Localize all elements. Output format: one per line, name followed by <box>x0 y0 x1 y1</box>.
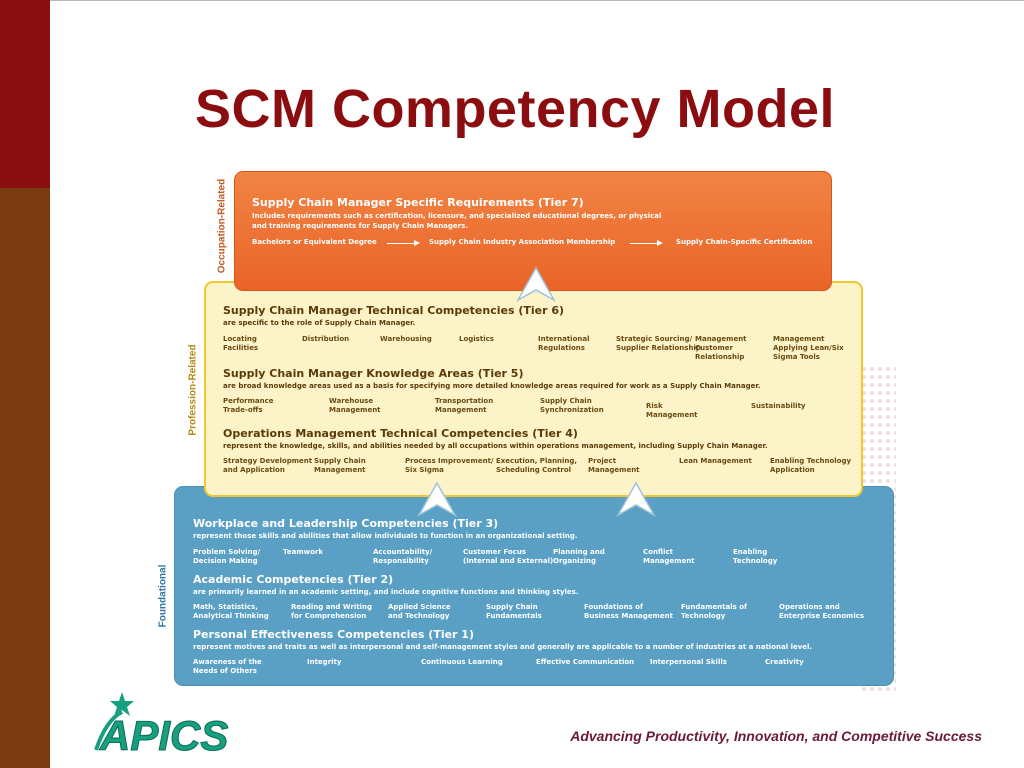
tier-5-item: Performance Trade-offs <box>223 397 274 414</box>
apics-star-logo-icon <box>110 692 134 716</box>
tier-6-item: Warehousing <box>380 335 432 343</box>
tier-6-item: Locating Facilities <box>223 335 259 352</box>
tier-3-title: Workplace and Leadership Competencies (T… <box>193 517 499 530</box>
tier-connector-arrow-icon <box>516 266 556 302</box>
tier-5-item: Sustainability <box>751 402 806 410</box>
tier-6-description: are specific to the role of Supply Chain… <box>223 319 416 327</box>
tier-1-item: Continuous Learning <box>421 658 503 666</box>
side-bar-top <box>0 0 50 188</box>
tier-5-item: Transportation Management <box>435 397 494 414</box>
apics-logo: APICS <box>94 692 229 760</box>
tier-4-item: Enabling Technology Application <box>770 457 852 474</box>
tier-5-item: Supply Chain Synchronization <box>540 397 604 414</box>
profession-band <box>204 281 863 497</box>
tier-3-description: represent those skills and abilities tha… <box>193 532 578 540</box>
tier-3-item: Accountability/ Responsibility <box>373 548 433 565</box>
tier-6-item: Management Applying Lean/Six Sigma Tools <box>773 335 844 361</box>
slide-title: SCM Competency Model <box>194 79 836 139</box>
tier-2-item: Math, Statistics, Analytical Thinking <box>193 603 269 620</box>
occupation-related-label: Occupation-Related <box>216 178 228 274</box>
tier-1-item: Interpersonal Skills <box>650 658 727 666</box>
tier-2-title: Academic Competencies (Tier 2) <box>193 573 394 586</box>
tier-4-item: Execution, Planning, Scheduling Control <box>496 457 578 474</box>
foundational-band <box>174 486 894 686</box>
tier-4-item: Process Improvement/ Six Sigma <box>405 457 494 474</box>
tier-3-item: Customer Focus (Internal and External) <box>463 548 554 565</box>
tier-2-item: Fundamentals of Technology <box>681 603 748 620</box>
tier-3-item: Planning and Organizing <box>553 548 605 565</box>
side-bar-bottom <box>0 188 50 768</box>
tier-5-title: Supply Chain Manager Knowledge Areas (Ti… <box>223 367 524 380</box>
arrow-right-icon <box>657 240 663 246</box>
tier-2-description: are primarily learned in an academic set… <box>193 588 579 596</box>
tier-3-item: Problem Solving/ Decision Making <box>193 548 261 565</box>
tier-1-title: Personal Effectiveness Competencies (Tie… <box>193 628 474 641</box>
top-border <box>50 0 1024 1</box>
tier-4-description: represent the knowledge, skills, and abi… <box>223 442 768 450</box>
tier-3-item: Conflict Management <box>643 548 695 565</box>
profession-related-label: Profession-Related <box>187 344 199 436</box>
tier-5-description: are broad knowledge areas used as a basi… <box>223 382 761 390</box>
arrow-right-icon <box>414 240 420 246</box>
tier-2-item: Supply Chain Fundamentals <box>486 603 542 620</box>
tier-3-item: Teamwork <box>283 548 323 556</box>
tier-1-item: Effective Communication <box>536 658 635 666</box>
tier-7-item: Supply Chain Industry Association Member… <box>429 238 616 246</box>
tier-7-item: Bachelors or Equivalent Degree <box>252 238 377 246</box>
logo-text: APICS <box>99 712 228 759</box>
tier-7-item: Supply Chain-Specific Certification <box>676 238 813 246</box>
tier-2-item: Operations and Enterprise Economics <box>779 603 865 620</box>
tier-1-item: Integrity <box>307 658 342 666</box>
tier-6-title: Supply Chain Manager Technical Competenc… <box>223 304 565 317</box>
tier-4-item: Project Management <box>588 457 640 474</box>
tier-7-description: Includes requirements such as certificat… <box>252 212 662 220</box>
tier-connector-arrow-icon <box>616 481 656 517</box>
arrow-right-icon <box>630 243 658 244</box>
tier-2-item: Reading and Writing for Comprehension <box>291 603 373 620</box>
tier-1-item: Creativity <box>765 658 804 666</box>
tier-4-title: Operations Management Technical Competen… <box>223 427 578 440</box>
tier-6-item: Management Customer Relationship <box>695 335 747 361</box>
tier-7-title: Supply Chain Manager Specific Requiremen… <box>252 196 584 209</box>
tier-6-item: Distribution <box>302 335 350 343</box>
tier-5-item: Warehouse Management <box>329 397 381 414</box>
tagline: Advancing Productivity, Innovation, and … <box>570 728 982 744</box>
tier-2-item: Applied Science and Technology <box>388 603 451 620</box>
tier-4-item: Lean Management <box>679 457 752 465</box>
tier-6-item: International Regulations <box>538 335 590 352</box>
tier-4-item: Supply Chain Management <box>314 457 366 474</box>
tier-5-item: Risk Management <box>646 402 698 419</box>
tier-4-item: Strategy Development and Application <box>223 457 313 474</box>
tier-2-item: Foundations of Business Management <box>584 603 673 620</box>
tier-1-description: represent motives and traits as well as … <box>193 643 813 651</box>
tier-7-description: and training requirements for Supply Cha… <box>252 222 468 230</box>
tier-connector-arrow-icon <box>417 481 457 517</box>
arrow-right-icon <box>387 243 415 244</box>
tier-1-item: Awareness of the Needs of Others <box>193 658 262 675</box>
foundational-label: Foundational <box>157 564 169 628</box>
tier-6-item: Strategic Sourcing/ Supplier Relationshi… <box>616 335 701 352</box>
tier-6-item: Logistics <box>459 335 494 343</box>
tier-3-item: Enabling Technology <box>733 548 778 565</box>
